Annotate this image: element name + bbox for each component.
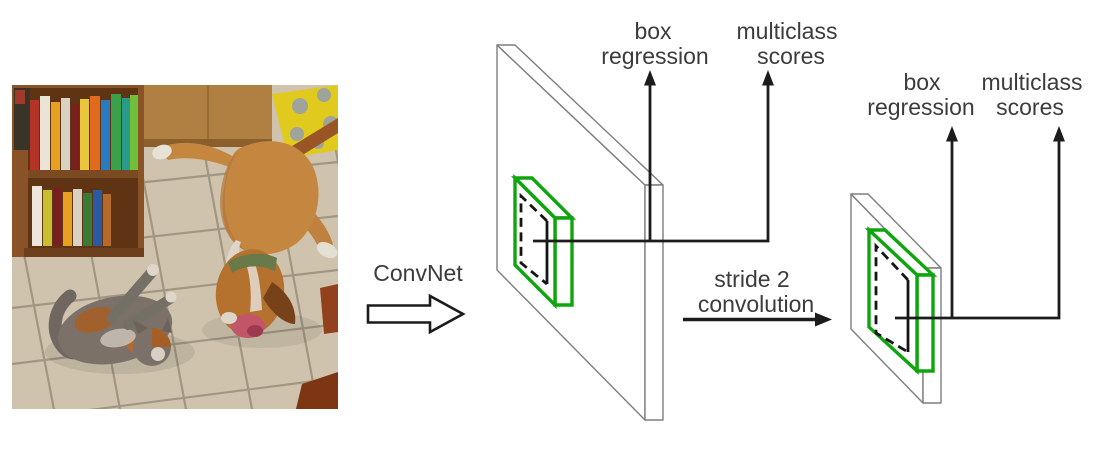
multiclass-scores-label-right: multiclass	[982, 69, 1083, 95]
dog-ear	[263, 282, 296, 324]
dog-blaze	[244, 256, 262, 312]
box-regression-label-middle: regression	[601, 43, 708, 69]
feature-map-large-side	[644, 184, 664, 421]
books-row-bottom	[32, 186, 111, 246]
right-head-labels: box regression multiclass scores	[867, 69, 1082, 120]
box-regression-arrowhead-right	[946, 126, 958, 142]
bookcase-base	[24, 248, 144, 257]
dashed-box-small	[874, 242, 910, 354]
dog-tail-tip	[152, 144, 172, 160]
input-image-photo	[12, 85, 338, 409]
dog-paw	[316, 241, 338, 259]
multiclass-scores-arrowhead-right	[1053, 126, 1065, 142]
books-row-top	[30, 94, 138, 170]
anchor-box-small-side	[915, 273, 935, 373]
dog-figure	[152, 141, 338, 338]
wood-stool	[320, 284, 338, 334]
cat-paw	[147, 264, 159, 276]
multiclass-scores-arrowhead-middle	[762, 70, 774, 86]
anchor-box-large-side	[553, 216, 574, 307]
multiclass-scores-wire-right	[895, 140, 1061, 320]
dashed-box-large	[519, 192, 548, 286]
wood-plank	[296, 372, 338, 409]
multiclass-scores-label-middle: scores	[757, 43, 825, 69]
box-regression-arrowhead-middle	[644, 70, 656, 86]
dog-tail	[158, 142, 258, 180]
middle-head-wires	[533, 70, 774, 243]
cat-paw	[165, 291, 177, 303]
stride2-label-line2: convolution	[698, 291, 814, 317]
cat-leg	[123, 294, 175, 330]
multiclass-scores-label-right: scores	[996, 94, 1064, 120]
shelf-board	[28, 170, 138, 178]
multiclass-scores-wire-middle	[533, 84, 770, 243]
box-regression-label-right: regression	[867, 94, 974, 120]
box-regression-label-right: box	[903, 69, 941, 95]
cat-figure	[48, 264, 177, 366]
box-regression-label-middle: box	[634, 18, 672, 44]
stride2-label-line1: stride 2	[714, 266, 789, 292]
multiclass-scores-label-middle: multiclass	[737, 18, 838, 44]
cat-leg	[106, 266, 158, 324]
right-head-wires	[895, 126, 1065, 320]
convnet-arrow	[366, 293, 466, 335]
convnet-label: ConvNet	[373, 260, 463, 286]
dog-body	[222, 141, 319, 255]
cat-ear	[162, 318, 172, 333]
bookshelf	[12, 85, 144, 257]
wood-cabinet	[140, 85, 272, 147]
stride2-conv-arrowhead	[815, 312, 832, 327]
middle-head-labels: box regression multiclass scores	[601, 18, 837, 69]
cat-ear	[133, 320, 148, 334]
dog-collar	[228, 253, 277, 273]
